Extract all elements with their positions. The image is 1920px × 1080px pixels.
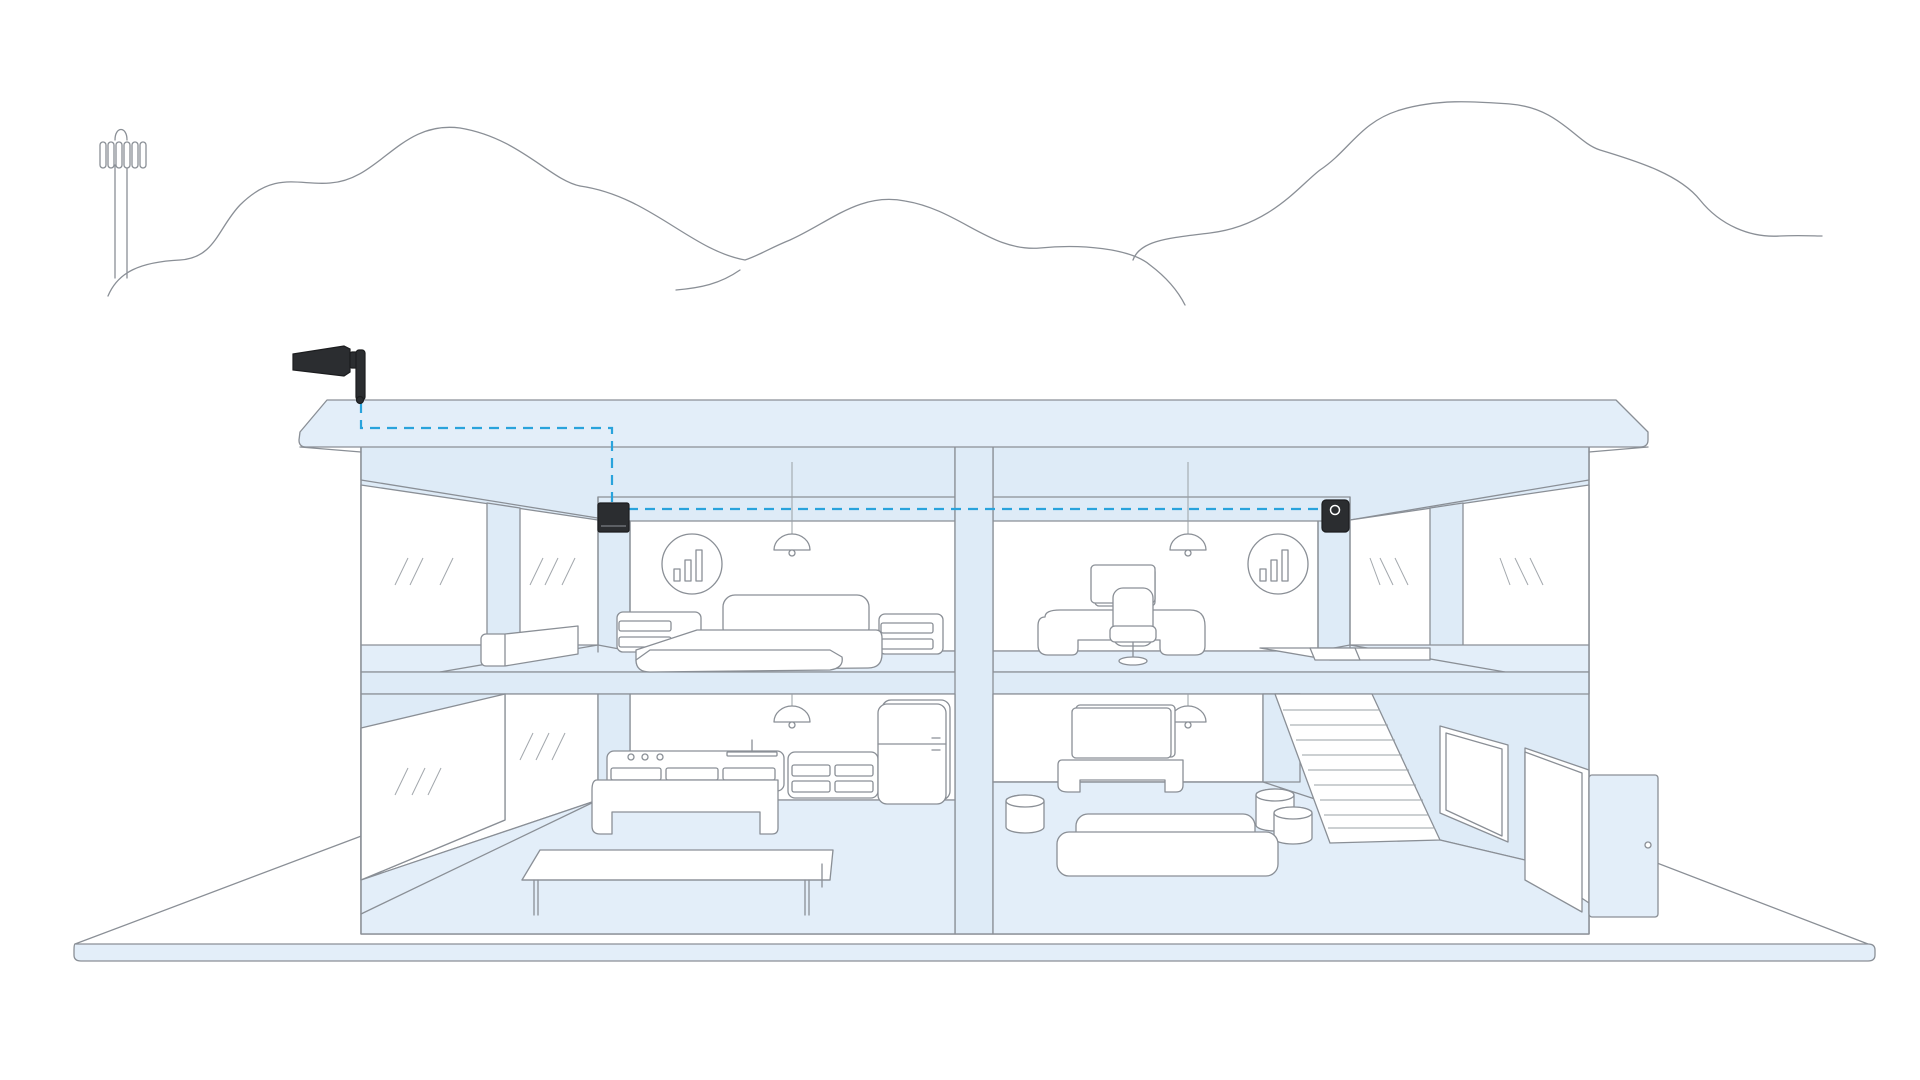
nightstand-right — [878, 613, 944, 655]
refrigerator-icon — [877, 699, 951, 805]
pendant-lamp-icon — [1169, 462, 1207, 557]
booster-unit-icon — [597, 502, 630, 533]
hill-right — [1132, 101, 1823, 261]
office-furniture — [1037, 462, 1431, 666]
signal-bars-icon — [661, 533, 723, 595]
ground — [73, 834, 1876, 962]
staircase-icon — [1274, 693, 1441, 844]
door-icon — [1588, 774, 1659, 918]
bedroom-furniture — [480, 462, 944, 673]
cable-antenna-to-booster — [359, 403, 614, 503]
sofa-icon — [1056, 813, 1279, 877]
hills — [107, 101, 1823, 306]
kitchen-furniture — [521, 694, 951, 916]
booster-system — [292, 345, 1350, 533]
indoor-antenna-icon — [1321, 499, 1350, 533]
cell-tower-icon — [99, 128, 147, 279]
center-column — [954, 442, 994, 935]
tv-icon — [1071, 704, 1176, 759]
hill-left — [107, 126, 581, 297]
pendant-lamp-icon — [773, 462, 811, 557]
pendant-lamp-icon — [773, 694, 811, 729]
living-furniture — [1005, 694, 1659, 918]
roof — [298, 399, 1649, 448]
window-glints — [394, 557, 1544, 796]
hill-middle-front — [675, 269, 741, 291]
outdoor-antenna-icon — [292, 345, 366, 405]
dining-table-icon — [521, 849, 834, 916]
desk-chair-icon — [1109, 587, 1157, 666]
signal-bars-icon — [1247, 533, 1309, 595]
hill-middle — [579, 185, 1186, 306]
bed-icon — [635, 594, 883, 673]
